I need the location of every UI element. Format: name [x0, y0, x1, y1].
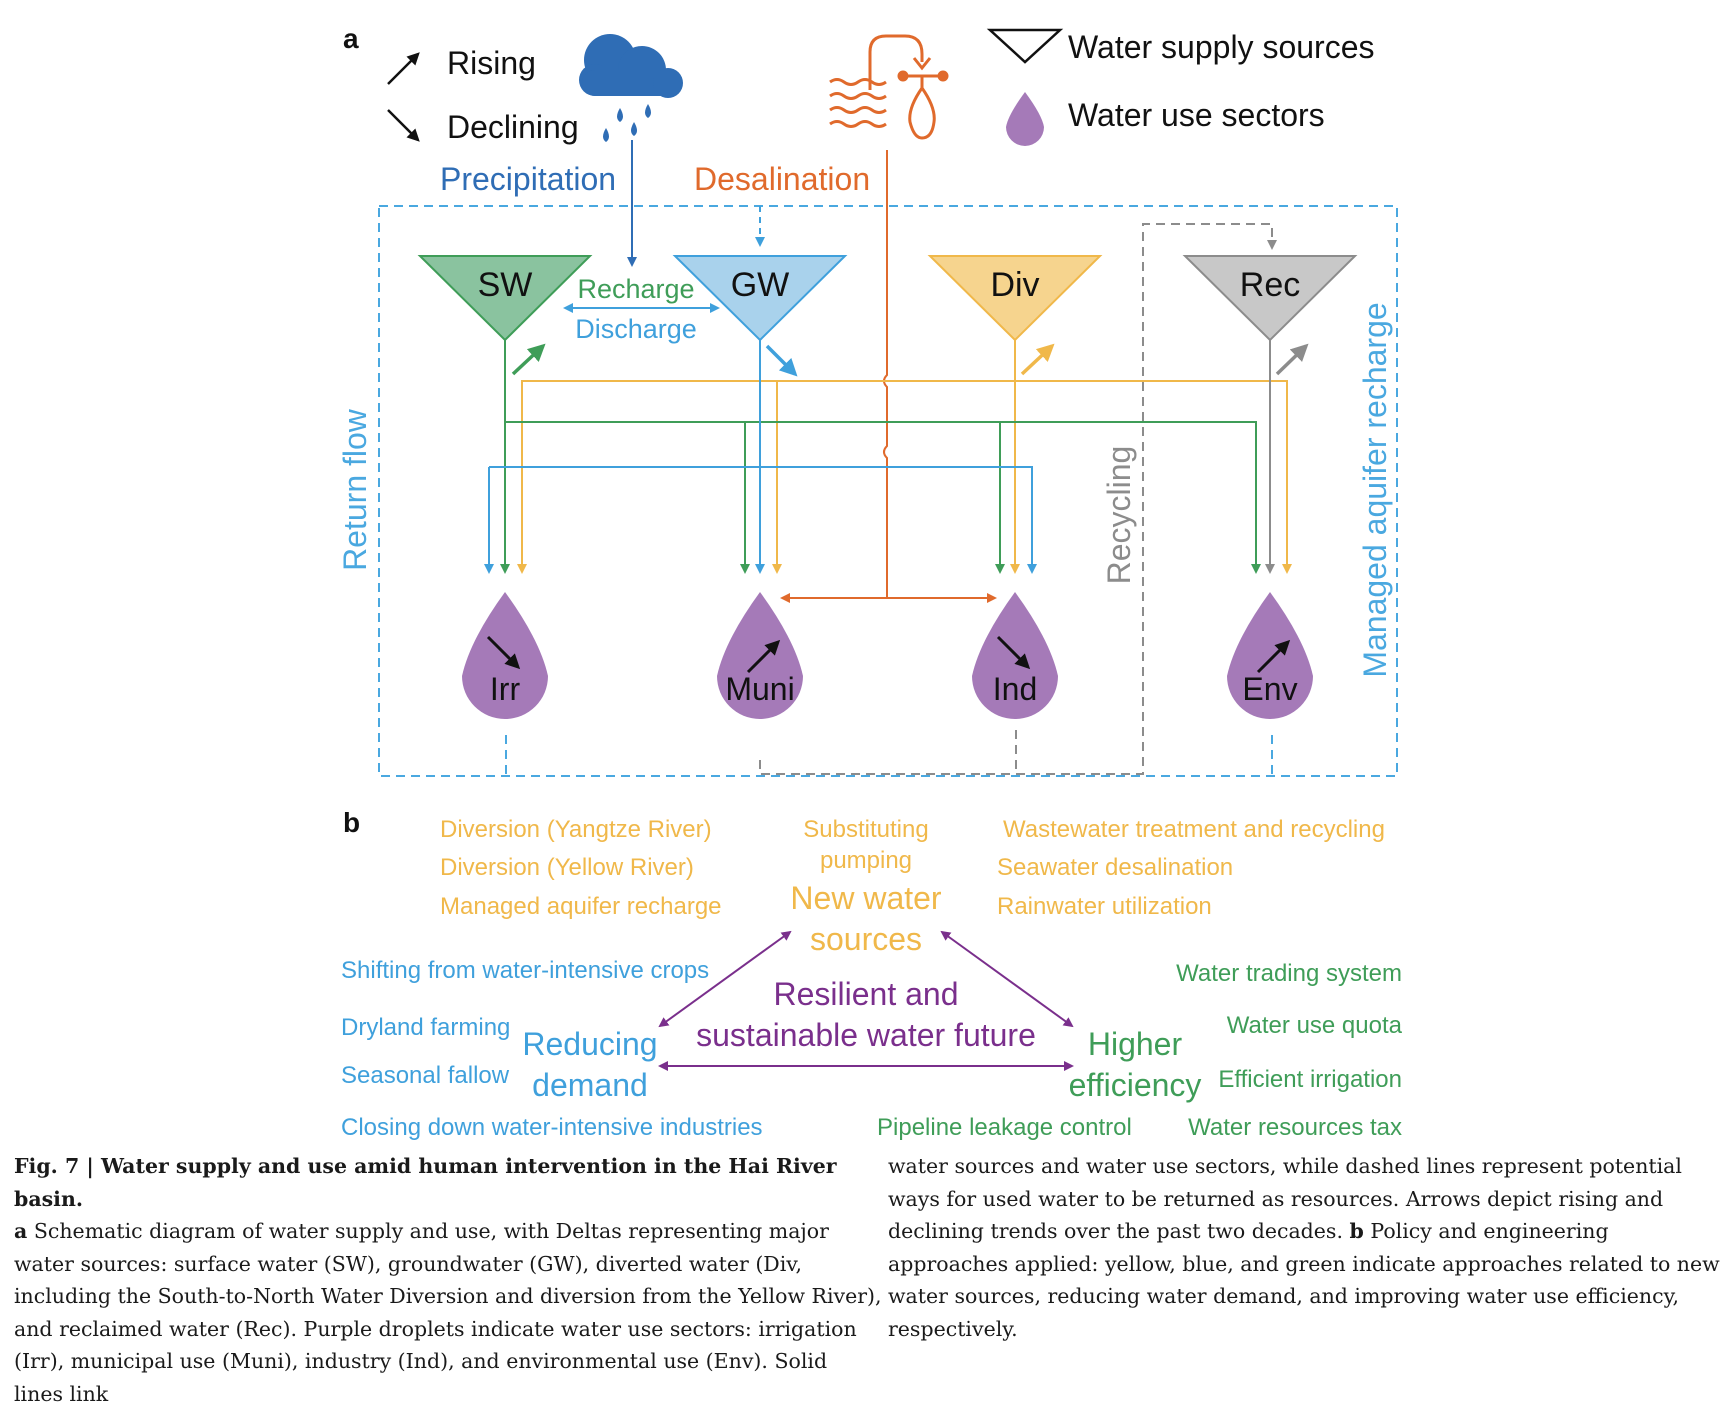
sw-supply-lines: [500, 340, 1261, 574]
reclaimed-water-source: [1182, 255, 1358, 342]
water-supply-diagram: a Rising Declining Water supply sources …: [337, 23, 1403, 1141]
caption-b-text: Policy and engineering approaches applie…: [888, 1219, 1720, 1341]
rain-cloud-icon: [579, 34, 683, 142]
efficiency-title-2: efficiency: [1069, 1067, 1202, 1103]
gw-supply-lines: [484, 340, 1037, 574]
center-title-1: Resilient and: [774, 976, 959, 1012]
reducing-items: Shifting from water-intensive crops Dryl…: [341, 957, 763, 1141]
figure-caption-title: Fig. 7 | Water supply and use amid human…: [14, 1154, 837, 1211]
efficiency-item: Water use quota: [1227, 1012, 1403, 1039]
declining-label: Declining: [447, 109, 579, 145]
efficiency-title-1: Higher: [1088, 1026, 1183, 1062]
water-use-legend-icon: [1006, 92, 1044, 146]
panel-b-label: b: [343, 807, 360, 838]
caption-right-column: water sources and water use sectors, whi…: [888, 1150, 1726, 1345]
div-rising-arrow: [1020, 343, 1055, 376]
recharge-label: Recharge: [577, 274, 694, 304]
rec-label: Rec: [1240, 266, 1300, 304]
efficiency-item: Efficient irrigation: [1218, 1066, 1402, 1093]
diverted-water-source: [927, 255, 1103, 342]
rising-label: Rising: [447, 45, 536, 81]
discharge-label: Discharge: [575, 314, 697, 344]
new-sources-title-2: sources: [810, 921, 922, 957]
managed-aquifer-recharge-label: Managed aquifer recharge: [1357, 302, 1393, 677]
div-supply-lines: [517, 340, 1292, 574]
new-source-item: Diversion (Yellow River): [440, 854, 694, 881]
groundwater-source: [672, 255, 848, 342]
reducing-item: Closing down water-intensive industries: [341, 1114, 763, 1141]
reducing-item: Seasonal fallow: [341, 1062, 510, 1089]
ind-declining-arrow: [996, 635, 1031, 670]
desalination-icon: [829, 34, 949, 140]
supply-source-legend-icon: [986, 28, 1064, 64]
center-title-2: sustainable water future: [696, 1017, 1036, 1053]
rec-rising-arrow: [1275, 343, 1309, 376]
muni-label: Muni: [725, 671, 794, 707]
recycling-loop: [759, 223, 1277, 775]
caption-a-text-continued: water sources and water use sectors, whi…: [888, 1154, 1682, 1243]
caption-a-label: a: [14, 1219, 28, 1243]
declining-legend-arrow: [387, 109, 420, 142]
new-source-item: Wastewater treatment and recycling: [1003, 816, 1385, 843]
caption-a-text: Schematic diagram of water supply and us…: [14, 1219, 882, 1406]
precipitation-label: Precipitation: [440, 161, 616, 197]
surface-water-source: [417, 255, 593, 342]
irr-declining-arrow: [486, 635, 521, 670]
substituting-label-2: pumping: [820, 847, 912, 874]
new-source-item: Seawater desalination: [997, 854, 1233, 881]
efficiency-item: Water resources tax: [1188, 1114, 1402, 1141]
ind-sector: Ind: [972, 592, 1058, 719]
ind-label: Ind: [993, 671, 1037, 707]
irr-label: Irr: [490, 671, 521, 707]
new-sources-reducing-arrow: [658, 930, 792, 1028]
irr-sector: Irr: [462, 592, 548, 719]
new-sources-title-1: New water: [790, 880, 942, 916]
desalination-label: Desalination: [694, 161, 870, 197]
new-source-item: Managed aquifer recharge: [440, 893, 722, 920]
substituting-label-1: Substituting: [803, 816, 928, 843]
efficiency-item: Water trading system: [1176, 960, 1402, 987]
env-sector: Env: [1227, 592, 1313, 719]
new-sources-right-items: Wastewater treatment and recycling Seawa…: [997, 816, 1385, 920]
new-sources-items: Diversion (Yangtze River) Diversion (Yel…: [440, 816, 722, 920]
return-flow-label: Return flow: [337, 408, 373, 571]
reducing-title-2: demand: [532, 1067, 648, 1103]
reducing-item: Dryland farming: [341, 1014, 510, 1041]
panel-a-label: a: [343, 23, 359, 54]
efficiency-items: Water trading system Water use quota Eff…: [877, 960, 1403, 1141]
supply-sources-label: Water supply sources: [1068, 29, 1374, 65]
env-label: Env: [1242, 671, 1297, 707]
reducing-item: Shifting from water-intensive crops: [341, 957, 709, 984]
muni-rising-arrow: [746, 639, 781, 674]
muni-sector: Muni: [717, 592, 803, 719]
reducing-title-1: Reducing: [522, 1026, 657, 1062]
rising-legend-arrow: [387, 52, 420, 85]
caption-b-label: b: [1349, 1219, 1364, 1243]
gw-label: GW: [731, 266, 790, 304]
new-source-item: Diversion (Yangtze River): [440, 816, 712, 843]
gw-declining-arrow: [765, 344, 798, 377]
caption-left-column: Fig. 7 | Water supply and use amid human…: [14, 1150, 882, 1410]
sw-rising-arrow: [511, 343, 546, 376]
div-label: Div: [990, 266, 1039, 304]
new-sources-efficiency-arrow: [940, 930, 1074, 1028]
new-source-item: Rainwater utilization: [997, 893, 1212, 920]
desalination-line: [883, 150, 888, 598]
sw-label: SW: [478, 266, 533, 304]
efficiency-item: Pipeline leakage control: [877, 1114, 1132, 1141]
recycling-label: Recycling: [1101, 446, 1137, 585]
use-sectors-label: Water use sectors: [1068, 97, 1325, 133]
env-rising-arrow: [1256, 639, 1291, 674]
